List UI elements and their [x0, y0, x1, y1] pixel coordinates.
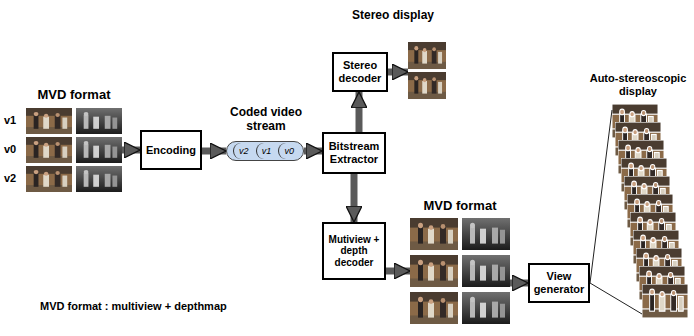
- group-heading: Auto-stereoscopic display: [584, 72, 692, 98]
- process-box: Encoding: [140, 130, 202, 170]
- flow-arrow: [351, 174, 358, 222]
- process-box: Stereo decoder: [332, 52, 388, 92]
- fan-line: [590, 110, 642, 314]
- stream-heading: Coded video stream: [211, 105, 321, 134]
- box-label: Bitstream Extractor: [327, 140, 381, 165]
- group-heading: Stereo display: [338, 8, 448, 22]
- box-label: Stereo decoder: [337, 59, 383, 84]
- group-heading: MVD format: [400, 198, 520, 214]
- flow-arrow: [356, 92, 363, 132]
- flow-arrow: [122, 147, 140, 154]
- stream-segment: v0: [278, 143, 297, 159]
- stream-segment: v2: [233, 143, 252, 159]
- box-label: View generator: [533, 270, 585, 295]
- box-label: Mutiview + depth decoder: [327, 234, 381, 269]
- process-box: View generator: [528, 263, 590, 303]
- stream-segment: v1: [256, 143, 275, 159]
- image-group: Stereo display: [408, 42, 446, 100]
- bitstream-shape: Coded video streamv2v1v0: [226, 141, 304, 161]
- flow-arrow: [304, 148, 322, 155]
- image-group: MVD formatv1v0v2: [26, 108, 122, 192]
- view-label: v0: [4, 143, 16, 155]
- view-label: v2: [4, 172, 16, 184]
- flow-arrow: [510, 280, 528, 287]
- process-box: Mutiview + depth decoder: [322, 222, 386, 280]
- group-heading: MVD format: [16, 87, 132, 103]
- flow-arrow: [202, 148, 226, 155]
- image-group: MVD format: [410, 218, 510, 324]
- flow-arrow: [388, 69, 408, 76]
- box-label: Encoding: [146, 144, 196, 157]
- view-label: v1: [4, 114, 16, 126]
- display-stack: Auto-stereoscopic display: [610, 104, 690, 320]
- note-label: MVD format : multiview + depthmap: [40, 300, 227, 312]
- process-box: Bitstream Extractor: [322, 132, 386, 174]
- flow-arrow: [386, 268, 410, 275]
